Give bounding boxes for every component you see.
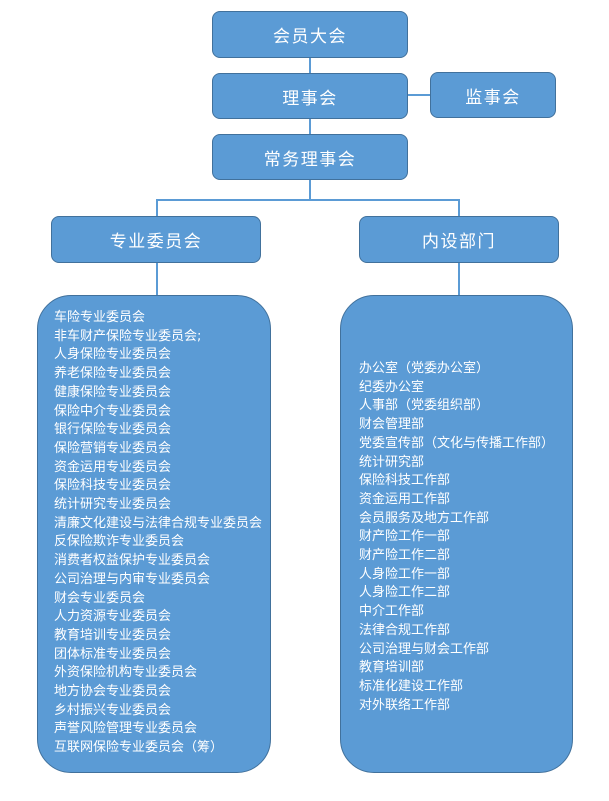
list-item: 清廉文化建设与法律合规专业委员会 bbox=[54, 515, 263, 531]
list-item: 人力资源专业委员会 bbox=[54, 609, 172, 625]
connector-council-to-supervisory bbox=[408, 94, 430, 96]
list-item: 财产险工作二部 bbox=[359, 548, 451, 564]
list-item: 保险科技专业委员会 bbox=[54, 478, 172, 494]
list-item: 银行保险专业委员会 bbox=[54, 422, 172, 438]
connector-council-to-standing bbox=[309, 119, 311, 134]
list-item: 统计研究部 bbox=[359, 454, 425, 470]
connector-branch-rail bbox=[156, 199, 459, 201]
node-departments-header-label: 内设部门 bbox=[422, 232, 496, 252]
list-item: 非车财产保险专业委员会; bbox=[54, 328, 202, 344]
list-item: 统计研究专业委员会 bbox=[54, 497, 172, 513]
list-item: 财会专业委员会 bbox=[54, 590, 146, 606]
list-item: 财产险工作一部 bbox=[359, 529, 451, 545]
node-standing-council-label: 常务理事会 bbox=[263, 149, 357, 170]
committees-panel: 车险专业委员会非车财产保险专业委员会; 人身保险专业委员会养老保险专业委员会健康保… bbox=[37, 295, 271, 773]
list-item: 公司治理与内审专业委员会 bbox=[54, 571, 211, 587]
list-item: 保险科技工作部 bbox=[359, 473, 451, 489]
node-committees-header-label: 专业委员会 bbox=[109, 232, 203, 252]
list-item: 人身险工作二部 bbox=[359, 585, 451, 601]
list-item: 互联网保险专业委员会（筹） bbox=[54, 740, 224, 756]
list-item: 教育培训部 bbox=[359, 660, 425, 676]
list-item: 标准化建设工作部 bbox=[359, 678, 464, 694]
node-standing-council: 常务理事会 bbox=[212, 134, 408, 180]
list-item: 车险专业委员会 bbox=[54, 310, 146, 325]
list-item: 保险中介专业委员会 bbox=[54, 403, 172, 419]
list-item: 乡村振兴专业委员会 bbox=[54, 702, 172, 718]
departments-list: 办公室（党委办公室） 纪委办公室人事部（党委组织部） 财会管理部党委宣传部（文化与传… bbox=[341, 296, 572, 715]
node-member-assembly-label: 会员大会 bbox=[273, 27, 347, 47]
list-item: 法律合规工作部 bbox=[359, 622, 451, 638]
list-item: 健康保险专业委员会 bbox=[54, 384, 172, 400]
connector-departments-to-panel bbox=[458, 263, 460, 295]
node-committees-header: 专业委员会 bbox=[51, 216, 261, 263]
list-item: 党委宣传部（文化与传播工作部） bbox=[359, 435, 555, 451]
list-item: 会员服务及地方工作部 bbox=[359, 510, 490, 526]
list-item: 团体标准专业委员会 bbox=[54, 646, 172, 662]
node-council: 理事会 bbox=[212, 73, 408, 119]
list-item: 消费者权益保护专业委员会 bbox=[54, 553, 211, 569]
list-item: 保险营销专业委员会 bbox=[54, 440, 172, 456]
departments-panel: 办公室（党委办公室） 纪委办公室人事部（党委组织部） 财会管理部党委宣传部（文化与传… bbox=[340, 295, 573, 773]
list-item: 教育培训专业委员会 bbox=[54, 627, 172, 643]
list-item: 反保险欺诈专业委员会 bbox=[54, 534, 185, 550]
list-item: 公司治理与财会工作部 bbox=[359, 641, 490, 657]
list-item: 声誉风险管理专业委员会 bbox=[54, 721, 198, 737]
node-departments-header: 内设部门 bbox=[359, 216, 559, 263]
node-supervisory-board: 监事会 bbox=[430, 72, 556, 118]
node-council-label: 理事会 bbox=[282, 88, 338, 109]
list-item: 养老保险专业委员会 bbox=[54, 366, 172, 382]
node-supervisory-board-label: 监事会 bbox=[465, 87, 521, 108]
list-item: 纪委办公室 bbox=[359, 379, 425, 395]
connector-rail-to-committees bbox=[156, 199, 158, 216]
list-item: 外资保险机构专业委员会 bbox=[54, 665, 198, 681]
list-item: 人身险工作一部 bbox=[359, 566, 451, 582]
node-member-assembly: 会员大会 bbox=[212, 11, 408, 58]
list-item: 中介工作部 bbox=[359, 604, 425, 620]
list-item: 地方协会专业委员会 bbox=[54, 684, 172, 700]
committees-list: 车险专业委员会非车财产保险专业委员会; 人身保险专业委员会养老保险专业委员会健康保… bbox=[38, 296, 270, 758]
connector-member-to-council bbox=[309, 58, 311, 73]
list-item: 财会管理部 bbox=[359, 417, 425, 433]
list-item: 资金运用工作部 bbox=[359, 491, 451, 507]
list-item: 人身保险专业委员会 bbox=[54, 347, 172, 363]
connector-standing-stub bbox=[309, 180, 311, 199]
list-item: 办公室（党委办公室） bbox=[359, 361, 490, 376]
list-item: 对外联络工作部 bbox=[359, 697, 451, 713]
connector-committees-to-panel bbox=[156, 263, 158, 295]
connector-rail-to-departments bbox=[458, 199, 460, 216]
list-item: 人事部（党委组织部） bbox=[359, 398, 490, 414]
list-item: 资金运用专业委员会 bbox=[54, 459, 172, 475]
